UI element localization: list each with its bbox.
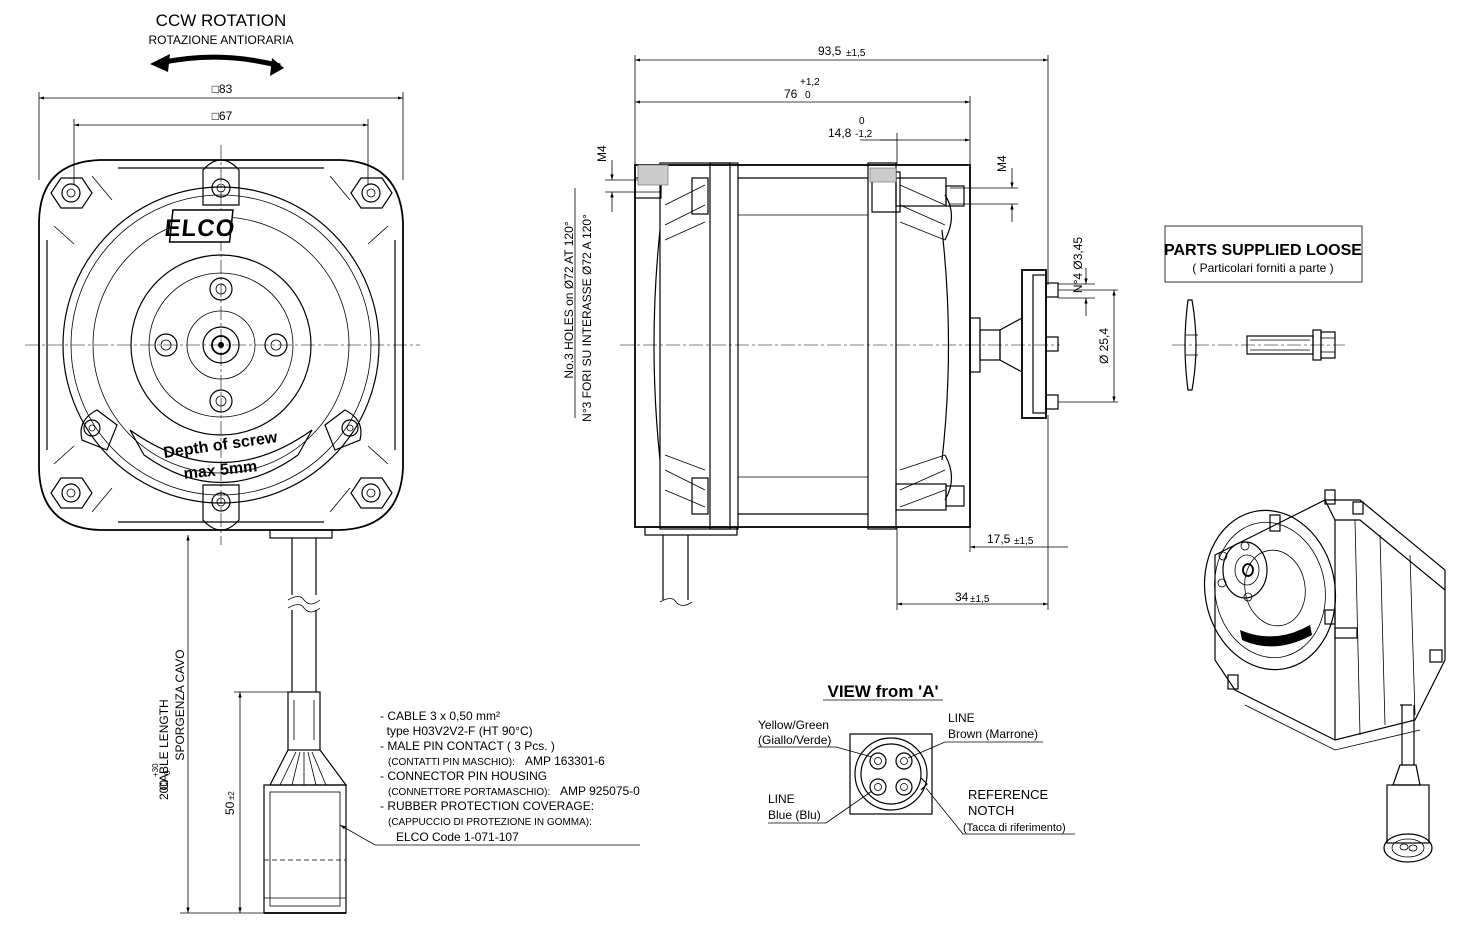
holes-note-en: No.3 HOLES on Ø72 AT 120° [562, 221, 576, 378]
dim-93-5-tol: ±1,5 [846, 48, 866, 59]
screw-icon [1246, 329, 1336, 361]
cable-length-label-it: SPORGENZA CAVO [173, 649, 187, 760]
note-rubber: - RUBBER PROTECTION COVERAGE: [380, 799, 594, 813]
hub-screw-holes [154, 277, 288, 413]
shaft-hub [969, 269, 1118, 419]
note-cable-type: type H03V2V2-F (HT 90°C) [380, 724, 533, 738]
note-pin-code: AMP 163301-6 [525, 754, 605, 768]
cable-length-tol-lower: 0 [163, 770, 172, 775]
rotation-title: CCW ROTATION [156, 11, 287, 30]
note-pin-small: (CONTATTI PIN MASCHIO): [388, 757, 515, 768]
line-left-label: LINE [768, 792, 795, 806]
yg-label-it: (Giallo/Verde) [758, 733, 831, 747]
dim-17-5-tol: ±1,5 [1014, 536, 1034, 547]
dim-83: □83 [212, 82, 233, 96]
yg-label-en: Yellow/Green [758, 718, 829, 732]
notch-label-2: NOTCH [968, 803, 1014, 818]
dim-34: 34 [955, 590, 969, 604]
rotation-arrow-icon [150, 54, 284, 76]
thread-m4-left: M4 [595, 145, 609, 162]
front-view: □83 □67 [25, 82, 420, 545]
note-pin: - MALE PIN CONTACT ( 3 Pcs. ) [380, 739, 555, 753]
line-left-color: Blue (Blu) [768, 808, 821, 822]
rotation-subtitle: ROTAZIONE ANTIORARIA [148, 33, 293, 47]
view-from-a: VIEW from 'A' Yellow/Green (Giallo/Verde… [758, 682, 1075, 835]
depth-label-line1: Depth of screw [162, 429, 278, 462]
dim-67: □67 [212, 109, 233, 123]
isometric-motor-illustration [1203, 489, 1446, 863]
elco-logo: ELCO [163, 209, 237, 243]
cable-length-label-en: CABLE LENGTH [157, 699, 171, 790]
dim-holes-small: N°4 Ø3,45 [1071, 237, 1085, 293]
dim-17-5: 17,5 [987, 532, 1011, 546]
dim-14-8-tol-lower: -1,2 [855, 129, 873, 140]
note-housing-small: (CONNETTORE PORTAMASCHIO): [388, 787, 550, 798]
holes-note-it: N°3 FORI SU INTERASSE Ø72 A 120° [580, 214, 594, 422]
dim-14-8-tol-upper: 0 [859, 116, 865, 127]
rotation-header: CCW ROTATION ROTAZIONE ANTIORARIA [148, 11, 294, 76]
dim-76: 76 [784, 87, 798, 101]
dim-hub-diameter: Ø 25,4 [1097, 328, 1111, 364]
note-housing-code: AMP 925075-0 [560, 784, 640, 798]
note-housing: - CONNECTOR PIN HOUSING [380, 769, 547, 783]
thread-m4-right: M4 [995, 155, 1009, 172]
connector-length-value: 50 [223, 801, 237, 815]
connector-length-tol: ±2 [227, 791, 236, 800]
note-cable: - CABLE 3 x 0,50 mm² [380, 709, 500, 723]
dim-34-tol: ±1,5 [970, 594, 990, 605]
parts-supplied-loose: PARTS SUPPLIED LOOSE ( Particolari forni… [1164, 225, 1363, 391]
dim-14-8: 14,8 [828, 126, 852, 140]
dim-76-tol-lower: 0 [805, 90, 811, 101]
svg-text:ELCO: ELCO [163, 215, 236, 242]
view-a-title: VIEW from 'A' [827, 682, 938, 701]
parts-subtitle: ( Particolari forniti a parte ) [1192, 261, 1333, 275]
winding-fins [653, 184, 953, 508]
cable-notes: - CABLE 3 x 0,50 mm² type H03V2V2-F (HT … [380, 709, 640, 844]
tie-bolts [634, 164, 965, 515]
cable: CABLE LENGTH SPORGENZA CAVO 200 +30 0 50… [151, 535, 640, 914]
parts-title: PARTS SUPPLIED LOOSE [1164, 242, 1362, 259]
corner-bolts [50, 175, 393, 513]
mounting-lugs [80, 159, 362, 531]
cable-length-tol-upper: +30 [151, 763, 160, 777]
notch-label-it: (Tacca di riferimento) [963, 822, 1066, 834]
dim-76-tol-upper: +1,2 [800, 77, 820, 88]
note-rubber-small: (CAPPUCCIO DI PROTEZIONE IN GOMMA): [388, 817, 592, 828]
line-top-label: LINE [948, 711, 975, 725]
side-view: 93,5 ±1,5 76 +1,2 0 14,8 0 -1,2 M4 M4 No… [562, 44, 1118, 610]
note-rubber-code: ELCO Code 1-071-107 [396, 830, 519, 844]
cable-length-value: 200 [157, 780, 171, 800]
notch-label-1: REFERENCE [968, 787, 1049, 802]
washer-icon [1184, 299, 1198, 391]
line-top-color: Brown (Marrone) [948, 727, 1038, 741]
dim-93-5: 93,5 [818, 44, 842, 58]
